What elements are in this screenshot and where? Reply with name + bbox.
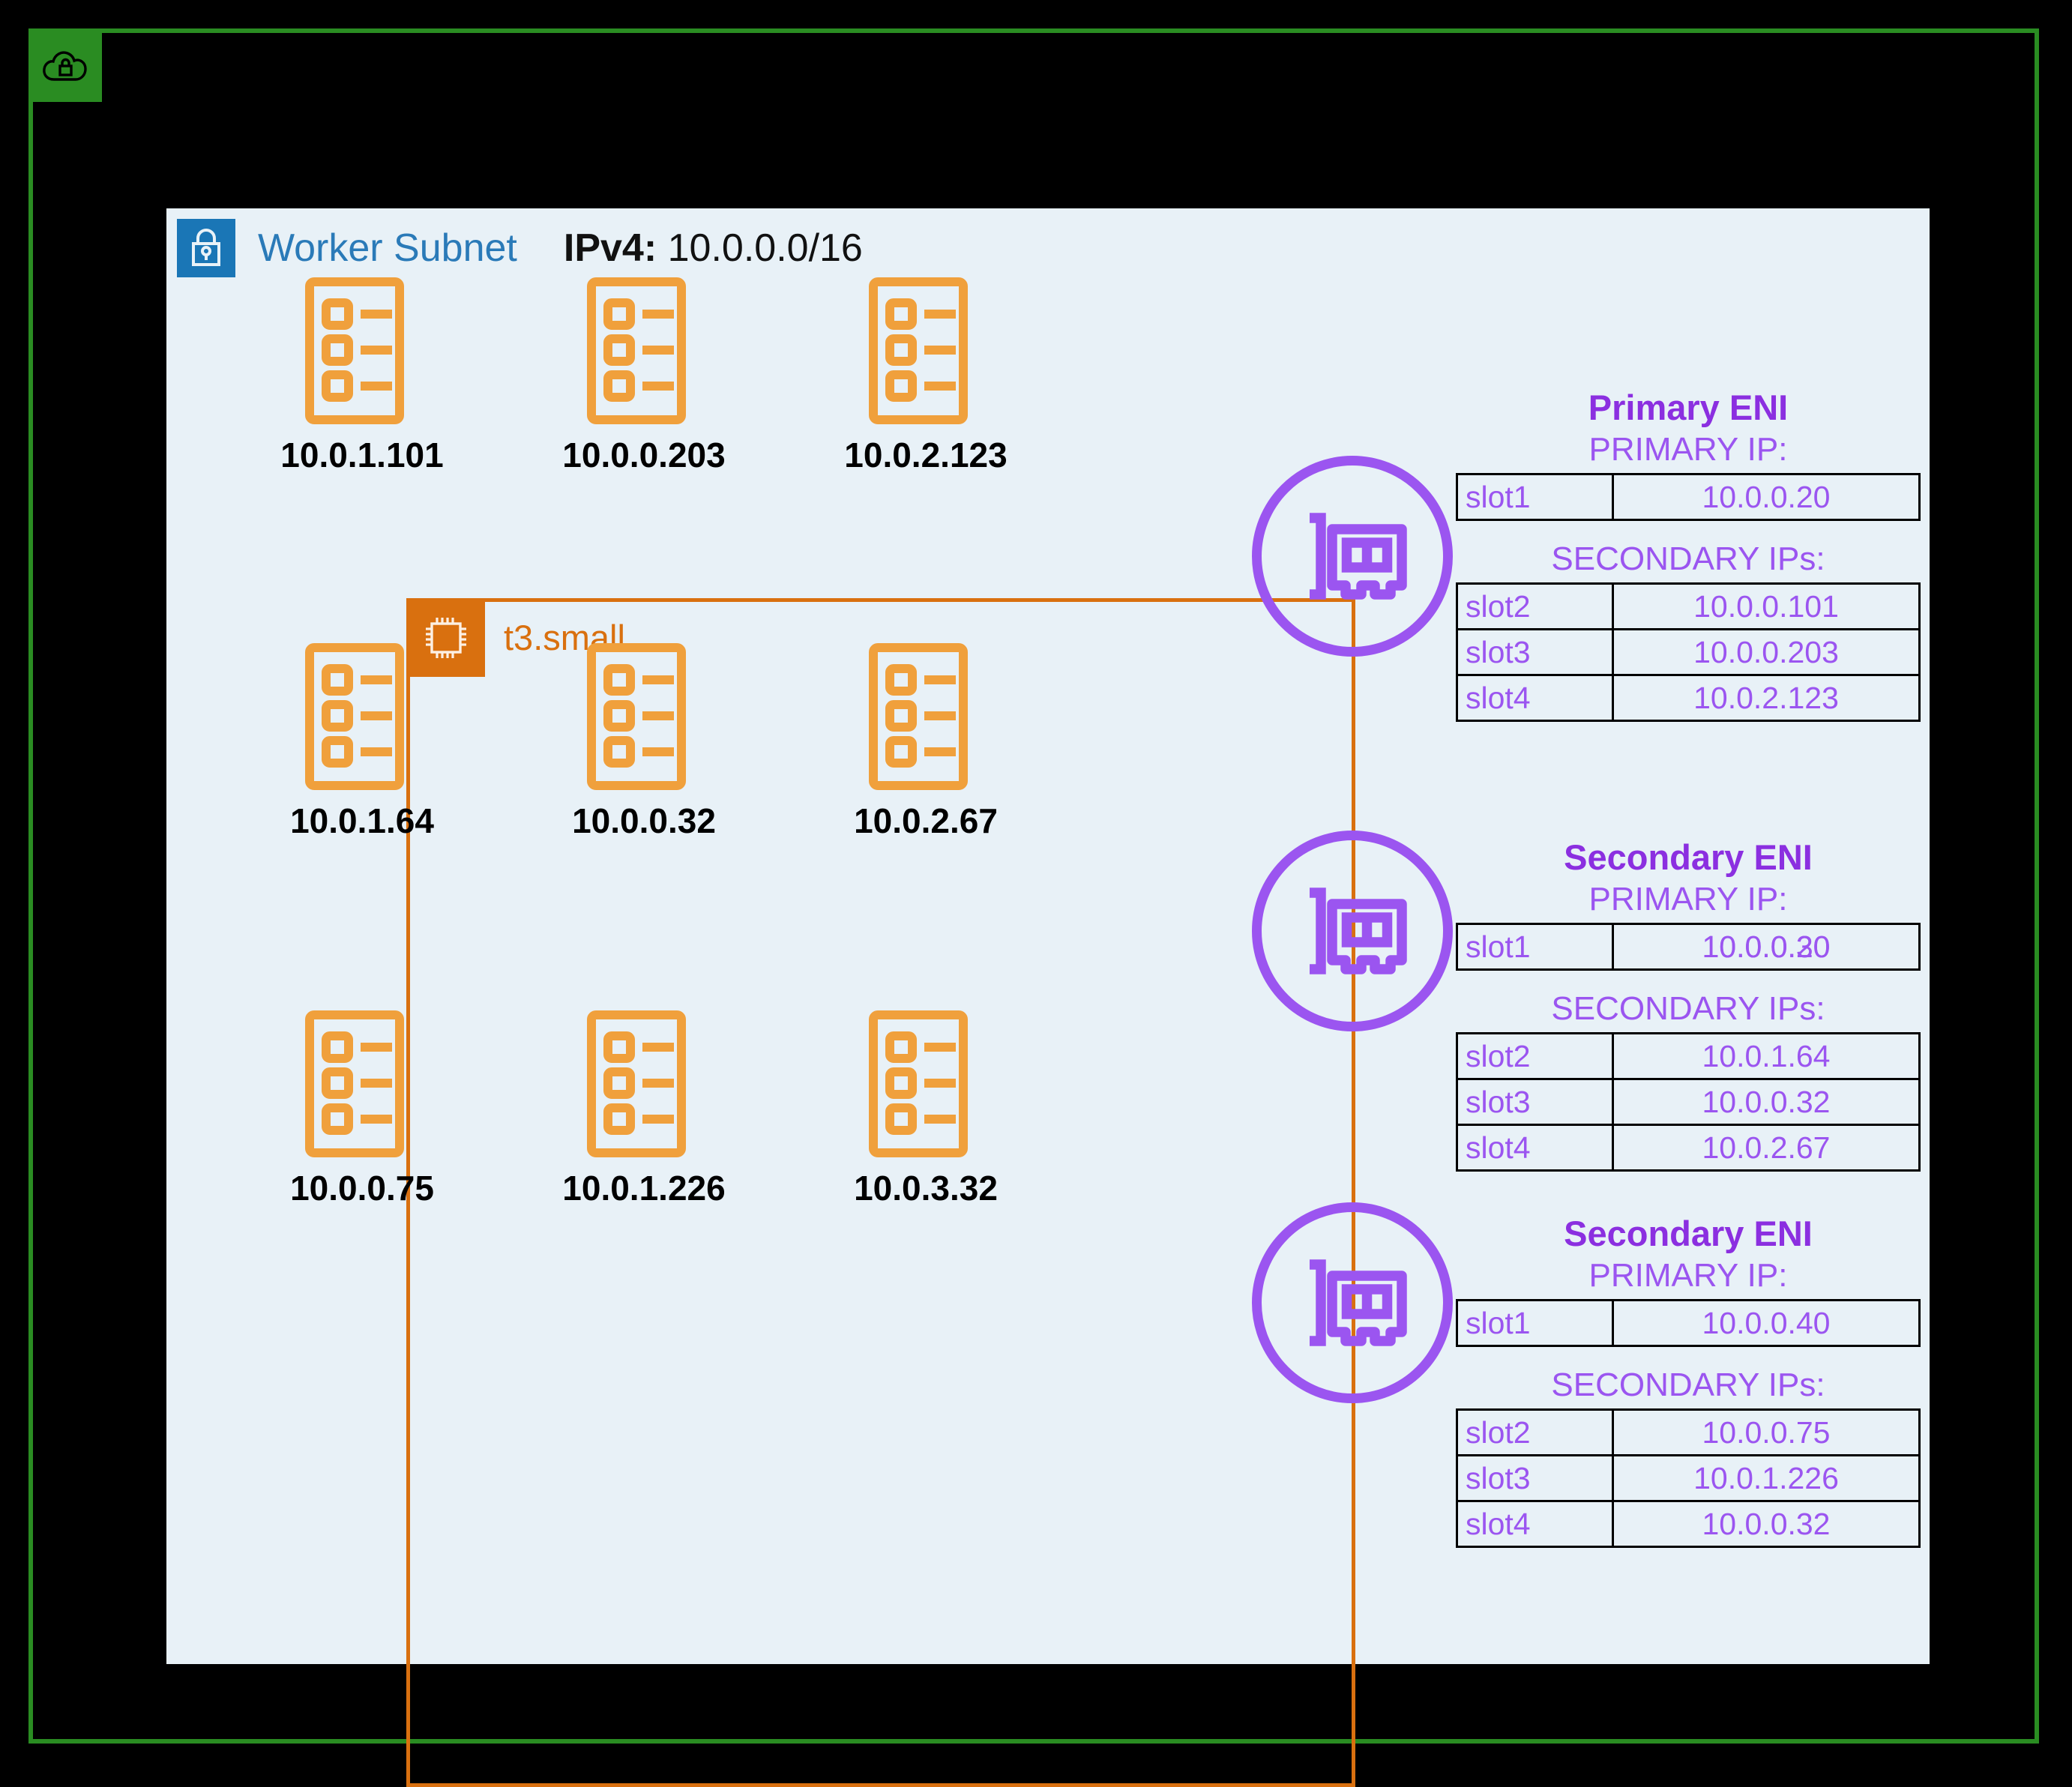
pod-ip-label: 10.0.2.123 (844, 436, 1008, 474)
ip-value: 10.0.0.32 (1612, 1500, 1921, 1548)
primary-ip-label: PRIMARY IP: (1588, 431, 1788, 468)
slot-label: slot3 (1456, 1454, 1614, 1502)
ip-value: 10.0.1.64 (1612, 1032, 1921, 1080)
network-card-icon (1310, 513, 1407, 600)
pod-list-icon (305, 1010, 404, 1157)
pod-list-icon (587, 643, 686, 790)
cpu-chip-icon (406, 598, 485, 677)
slot-label: slot3 (1456, 628, 1614, 676)
pod-list-icon (587, 277, 686, 424)
slot-label: slot2 (1456, 1032, 1614, 1080)
subnet-cidr-value: 10.0.0.0/16 (667, 226, 863, 270)
ip-value: 10.0.1.226 (1612, 1454, 1921, 1502)
pod: 10.0.2.67 (802, 642, 1049, 841)
ip-value: 10.0.0.32 (1612, 1078, 1921, 1126)
ip-value: 10.0.0.75 (1612, 1408, 1921, 1456)
ip-value: 10.0.0.40 (1612, 1299, 1921, 1347)
pod-ip-label: 10.0.0.203 (562, 436, 726, 474)
pod-ip-label: 10.0.1.101 (280, 436, 444, 474)
slot-label: slot4 (1456, 674, 1614, 722)
slot-label: slot4 (1456, 1500, 1614, 1548)
worker-subnet-panel: Worker Subnet IPv4: 10.0.0.0/16 t3.small… (166, 208, 1930, 1787)
pod: 10.0.1.101 (238, 276, 486, 475)
ip-value-a: 10.0.0.30 (1702, 929, 1831, 964)
slot-label: slot1 (1456, 923, 1614, 971)
secondary-ips-label: SECONDARY IPs: (1551, 990, 1825, 1027)
pod-ip-label: 10.0.1.64 (290, 801, 434, 840)
slot-label: slot1 (1456, 473, 1614, 521)
ip-value: 10.0.0.203 (1612, 628, 1921, 676)
ip-value-b: 10.0.0.20 (1702, 929, 1831, 964)
pod-list-icon (869, 277, 968, 424)
subnet-cidr-label: IPv4: (563, 226, 657, 270)
ip-value: 10.0.0.20 (1612, 473, 1921, 521)
subnet-header: Worker Subnet IPv4: 10.0.0.0/16 (166, 208, 1930, 298)
slot-label: slot2 (1456, 1408, 1614, 1456)
network-card-icon (1310, 1259, 1407, 1346)
slot-label: slot1 (1456, 1299, 1614, 1347)
pod-ip-label: 10.0.2.67 (854, 801, 998, 840)
slot-label: slot3 (1456, 1078, 1614, 1126)
padlock-icon (177, 219, 235, 277)
secondary-ips-label: SECONDARY IPs: (1551, 540, 1825, 577)
pod-list-icon (869, 1010, 968, 1157)
subnet-cidr: IPv4: 10.0.0.0/16 (564, 219, 863, 277)
eni-title: Primary ENI (1588, 388, 1789, 427)
pod-list-icon (305, 643, 404, 790)
cloud-lock-icon (42, 46, 88, 84)
pod: 10.0.0.75 (238, 1009, 486, 1208)
eni-title: Secondary ENI (1564, 837, 1813, 877)
eni-icon-circle (1252, 831, 1453, 1031)
eni-icon-circle (1252, 1202, 1453, 1403)
ip-value: 10.0.2.123 (1612, 674, 1921, 722)
eni-icon-circle (1252, 456, 1453, 657)
pod-ip-label: 10.0.3.32 (854, 1169, 998, 1208)
primary-ip-label: PRIMARY IP: (1588, 1257, 1788, 1294)
pod: 10.0.1.64 (238, 642, 486, 841)
eni-title: Secondary ENI (1564, 1214, 1813, 1253)
slot-label: slot4 (1456, 1124, 1614, 1172)
pod: 10.0.3.32 (802, 1009, 1049, 1208)
pod-ip-label: 10.0.1.226 (562, 1169, 726, 1208)
subnet-title: Worker Subnet (258, 226, 517, 270)
pod-list-icon (869, 643, 968, 790)
slot-label: slot2 (1456, 582, 1614, 630)
network-card-icon (1310, 888, 1407, 974)
pod-ip-label: 10.0.0.32 (572, 801, 716, 840)
pod: 10.0.0.32 (520, 642, 768, 841)
pod: 10.0.2.123 (802, 276, 1049, 475)
ip-value: 10.0.2.67 (1612, 1124, 1921, 1172)
primary-ip-label: PRIMARY IP: (1588, 881, 1788, 917)
ip-value: 10.0.0.101 (1612, 582, 1921, 630)
pod-list-icon (305, 277, 404, 424)
pod: 10.0.1.226 (520, 1009, 768, 1208)
pod-list-icon (587, 1010, 686, 1157)
vpc-badge (28, 28, 102, 102)
pod: 10.0.0.203 (520, 276, 768, 475)
pod-ip-label: 10.0.0.75 (290, 1169, 434, 1208)
secondary-ips-label: SECONDARY IPs: (1551, 1366, 1825, 1403)
